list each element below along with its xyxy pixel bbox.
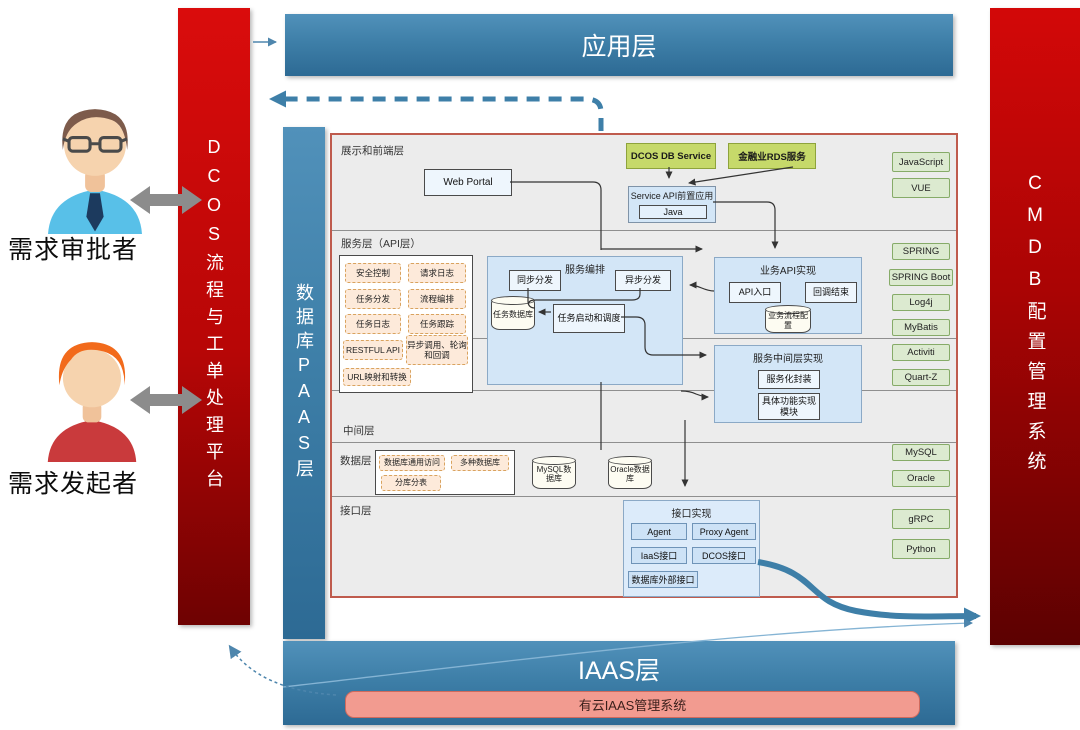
tech-chip-activiti: Activiti [892,344,950,361]
database-paas-label: 数据库PAAS层 [294,283,314,483]
tech-chip-grpc: gRPC [892,509,950,529]
interface-item: 数据库外部接口 [628,571,698,588]
database-paas-bar: 数据库PAAS层 [283,127,325,639]
tech-chip-oracle: Oracle [892,470,950,487]
interface-item: DCOS接口 [692,547,756,564]
data-access-chip: 多种数据库 [451,455,509,471]
async-dispatch-box: 异步分发 [615,270,671,291]
iaas-management-box: 有云IAAS管理系统 [345,691,920,718]
process-config-cylinder: 业务流程配置 [765,305,811,333]
rds-service-label: 金融业RDS服务 [738,152,806,163]
sync-dispatch-box: 同步分发 [509,270,561,291]
service-layer-label: 服务层（API层） [341,238,421,250]
task-database-cylinder: 任务数据库 [491,296,535,330]
java-label: Java [663,206,683,217]
task-scheduler-box: 任务启动和调度 [553,304,625,333]
middleware-box: 服务中间层实现 服务化封装 具体功能实现模块 [714,345,862,423]
capability-chip: 任务分发 [345,289,401,309]
tech-chip-mysql: MySQL [892,444,950,461]
web-portal-box: Web Portal [424,169,512,196]
service-api-box: Service API前置应用 Java [628,186,716,223]
tech-chip-vue: VUE [892,178,950,198]
layer-separator [472,338,956,339]
dcos-db-service-box: DCOS DB Service [626,143,716,169]
tech-chip-quartz: Quart-Z [892,369,950,386]
capability-chip: 任务日志 [345,314,401,334]
interface-layer-label: 接口层 [340,505,372,517]
callback-end-box: 回调结束 [805,282,857,303]
layer-separator [332,496,956,497]
java-chip: Java [639,205,707,219]
cmdb-system-label: CMDB配置管理系统 [1024,172,1046,481]
service-api-label: Service API前置应用 [630,191,714,201]
tech-chip-springboot: SPRING Boot [889,269,953,286]
interface-item: Agent [631,523,687,540]
tech-chip-log4j: Log4j [892,294,950,311]
data-access-chip: 数据库通用访问 [379,455,445,471]
capability-chip: 任务跟踪 [408,314,466,334]
business-api-box: 业务API实现 API入口 回调结束 业务流程配置 [714,257,862,334]
interface-impl-label: 接口实现 [671,509,712,520]
interface-impl-box: 接口实现 Agent Proxy Agent IaaS接口 DCOS接口 数据库… [623,500,760,597]
iaas-layer-label: IAAS层 [578,657,660,685]
approver-avatar-icon [48,109,142,234]
iaas-layer-bar: IAAS层 有云IAAS管理系统 [283,641,955,725]
capability-chip: 流程编排 [408,289,466,309]
tech-chip-spring: SPRING [892,243,950,260]
middleware-label: 服务中间层实现 [753,354,823,365]
layer-separator [332,442,956,443]
data-layer-label: 数据层 [340,455,372,467]
mysql-cylinder: MySQL数据库 [532,456,576,489]
interface-item: Proxy Agent [692,523,756,540]
data-access-chip: 分库分表 [381,475,441,491]
dcos-platform-label: DCOS流程与工单处理平台 [204,137,224,496]
capability-chip: RESTFUL API [343,340,403,360]
web-portal-label: Web Portal [443,176,493,188]
service-orchestration-box: 服务编排 同步分发 异步分发 任务数据库 任务启动和调度 [487,256,683,385]
interface-item: IaaS接口 [631,547,687,564]
cmdb-system-bar: CMDB配置管理系统 [990,8,1080,645]
tech-chip-javascript: JavaScript [892,152,950,172]
capability-chip: URL映射和转换 [343,368,411,386]
tech-chip-mybatis: MyBatis [892,319,950,336]
capability-chip: 异步调用、轮询和回调 [406,335,468,365]
function-module-box: 具体功能实现模块 [758,393,820,420]
approver-label: 需求审批者 [8,236,139,264]
capability-chip: 请求日志 [408,263,466,283]
capability-chip: 安全控制 [345,263,401,283]
frontend-layer-label: 展示和前端层 [341,145,404,157]
service-orchestration-label: 服务编排 [565,265,605,276]
iaas-management-label: 有云IAAS管理系统 [578,698,687,713]
layer-separator [332,390,956,391]
oracle-cylinder: Oracle数据库 [608,456,652,489]
dcos-platform-bar: DCOS流程与工单处理平台 [178,8,250,625]
layer-separator [332,230,956,231]
initiator-avatar-icon [47,342,137,462]
business-api-label: 业务API实现 [759,266,817,277]
application-layer-label: 应用层 [581,33,657,61]
dcos-db-service-label: DCOS DB Service [630,150,712,162]
service-wrapper-box: 服务化封装 [758,370,820,389]
initiator-label: 需求发起者 [8,470,139,498]
architecture-panel: 展示和前端层 服务层（API层） 中间层 数据层 接口层 Web Portal … [330,133,958,598]
middle-layer-label: 中间层 [343,425,375,437]
tech-chip-python: Python [892,539,950,559]
rds-service-box: 金融业RDS服务 [728,143,816,169]
application-layer-bar: 应用层 [285,14,953,76]
api-entry-box: API入口 [729,282,781,303]
